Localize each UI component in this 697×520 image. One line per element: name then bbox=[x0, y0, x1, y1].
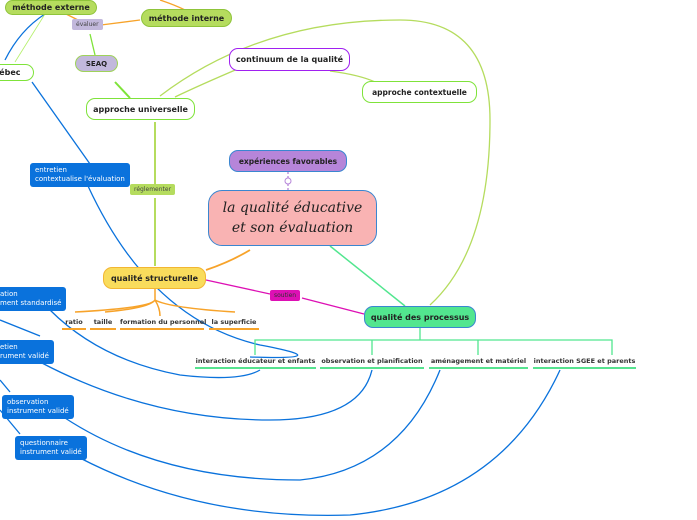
node-approche-contextuelle[interactable]: approche contextuelle bbox=[362, 81, 477, 103]
central-line-1: la qualité éducative bbox=[222, 200, 363, 216]
leaf-observation-planification[interactable]: observation et planification bbox=[320, 357, 424, 369]
central-line-2: et son évaluation bbox=[231, 220, 354, 236]
leaf-amenagement[interactable]: aménagement et matériel bbox=[429, 357, 528, 369]
note-line: ation bbox=[0, 290, 18, 298]
leaf-formation[interactable]: formation du personnel bbox=[120, 318, 206, 330]
note-line: contextualise l'évaluation bbox=[35, 175, 125, 183]
note-line: observation bbox=[7, 398, 49, 406]
label-reglementer[interactable]: réglementer bbox=[130, 184, 176, 195]
note-line: ment standardisé bbox=[0, 299, 62, 307]
note-line: entretien bbox=[35, 166, 67, 174]
label-soutien[interactable]: soutien bbox=[270, 290, 301, 301]
central-topic[interactable]: la qualité éducative et son évaluation bbox=[208, 190, 377, 246]
node-approche-universelle[interactable]: approche universelle bbox=[86, 98, 195, 120]
leaf-interaction-sgee[interactable]: interaction SGEE et parents bbox=[533, 357, 636, 369]
note-line: instrument validé bbox=[7, 407, 69, 415]
node-qualite-processus[interactable]: qualité des processus bbox=[364, 306, 476, 328]
leaf-superficie[interactable]: la superficie bbox=[209, 318, 259, 330]
note-line: rument validé bbox=[0, 352, 49, 360]
node-continuum[interactable]: continuum de la qualité bbox=[229, 48, 350, 71]
node-methode-interne[interactable]: méthode interne bbox=[141, 9, 232, 27]
note-line: questionnaire bbox=[20, 439, 68, 447]
leaf-taille[interactable]: taille bbox=[90, 318, 116, 330]
node-seaq[interactable]: SEAQ bbox=[75, 55, 118, 72]
node-methode-externe[interactable]: méthode externe bbox=[5, 0, 97, 15]
leaf-interaction-educateur[interactable]: interaction éducateur et enfants bbox=[195, 357, 316, 369]
leaf-ratio[interactable]: ratio bbox=[62, 318, 86, 330]
note-line: instrument validé bbox=[20, 448, 82, 456]
note-line: etien bbox=[0, 343, 18, 351]
node-experiences-favorables[interactable]: expériences favorables bbox=[229, 150, 347, 172]
label-evaluer[interactable]: évaluer bbox=[72, 19, 103, 30]
node-quebec[interactable]: uébec bbox=[0, 64, 34, 81]
node-qualite-structurelle[interactable]: qualité structurelle bbox=[103, 267, 206, 289]
